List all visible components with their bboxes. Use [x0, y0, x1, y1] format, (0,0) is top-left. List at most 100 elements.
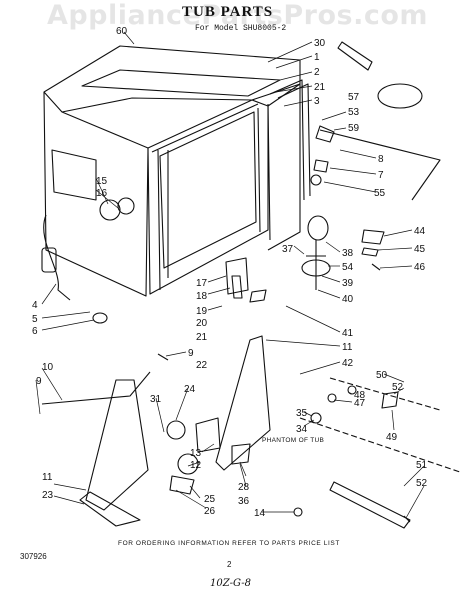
tub-right-edge — [267, 83, 301, 251]
callout-label: 13 — [190, 448, 202, 459]
callout-label: 21 — [196, 332, 208, 343]
callout-label: 59 — [348, 123, 360, 134]
part-44 — [361, 229, 385, 245]
callout-label: 11 — [42, 472, 53, 483]
callout-label: 14 — [254, 508, 266, 519]
tub-left-wall — [43, 91, 149, 297]
leg-strap-9 — [157, 353, 169, 361]
callout-label: 10 — [42, 362, 54, 373]
callout-label: 9 — [188, 348, 194, 359]
callout-label: 31 — [150, 394, 162, 405]
callout-label: 5 — [32, 314, 38, 325]
callout-label: 1 — [314, 52, 320, 63]
clip-6 — [92, 312, 108, 324]
callout-label: 53 — [348, 107, 360, 118]
callout-label: 57 — [348, 92, 360, 103]
part-59 — [315, 125, 335, 143]
leader-lines — [35, 31, 425, 519]
part-28 — [231, 443, 251, 465]
tub-front-frame — [147, 99, 269, 295]
screw-14 — [293, 507, 303, 517]
leg-strap-10 — [41, 371, 151, 405]
part-57 — [337, 41, 373, 71]
callout-label: 54 — [342, 262, 354, 273]
callout-label: 25 — [204, 494, 216, 505]
phantom-label: PHANTOM OF TUB — [262, 437, 324, 444]
pump-38 — [307, 215, 329, 241]
callout-label: 41 — [342, 328, 354, 339]
part-45 — [361, 247, 379, 257]
callout-label: 46 — [414, 262, 426, 273]
handwritten-date: 10Z-G-8 — [210, 578, 251, 589]
gear-15 — [99, 199, 121, 221]
callout-label: 23 — [42, 490, 54, 501]
side-window — [51, 149, 97, 201]
motor-25 — [177, 453, 199, 475]
page-number: 2 — [227, 560, 232, 569]
callout-label: 40 — [342, 294, 354, 305]
gasket-rear — [269, 79, 311, 201]
callout-label: 6 — [32, 326, 38, 337]
callout-label: 3 — [314, 96, 320, 107]
callout-label: 19 — [196, 306, 208, 317]
callout-label: 34 — [296, 424, 308, 435]
callout-label: 8 — [378, 154, 384, 165]
callout-label: 49 — [386, 432, 398, 443]
part-18 — [231, 275, 243, 299]
callout-label: 21 — [314, 82, 326, 93]
callout-label: 16 — [96, 188, 108, 199]
motor-26 — [169, 475, 195, 495]
heating-element-bracket — [41, 247, 57, 273]
tub-inner-opening — [159, 111, 257, 269]
callout-label: 48 — [354, 390, 366, 401]
callout-label: 28 — [238, 482, 250, 493]
callout-label: 60 — [116, 26, 128, 37]
part-49 — [381, 391, 399, 409]
screw-52 — [403, 515, 411, 523]
callout-label: 52 — [416, 478, 428, 489]
washer-47 — [327, 393, 337, 403]
callout-label: 50 — [376, 370, 388, 381]
tub-rim — [81, 69, 281, 97]
phantom-tub-line — [299, 377, 461, 473]
callout-label: 35 — [296, 408, 308, 419]
callout-label: 26 — [204, 506, 216, 517]
callout-labels: 60 30 1 2 21 3 57 53 59 8 7 55 15 16 44 … — [32, 26, 428, 519]
callout-label: 22 — [196, 360, 208, 371]
callout-label: 44 — [414, 226, 426, 237]
callout-label: 30 — [314, 38, 326, 49]
callout-label: 18 — [196, 291, 208, 302]
part-51 — [329, 481, 411, 529]
callout-label: 11 — [342, 342, 353, 353]
part-55 — [310, 174, 322, 186]
part-22 — [249, 289, 267, 303]
screw-46 — [371, 263, 381, 271]
callout-label: 47 — [354, 398, 366, 409]
callout-label: 37 — [282, 244, 294, 255]
callout-label: 24 — [184, 384, 196, 395]
hose-coil — [377, 83, 423, 109]
callout-label: 7 — [378, 170, 384, 181]
document-code: 307926 — [20, 552, 47, 561]
wire-harness — [43, 214, 71, 301]
rail-bottom — [79, 491, 141, 527]
impeller-24 — [166, 420, 186, 440]
callout-label: 39 — [342, 278, 354, 289]
callout-label: 51 — [416, 460, 428, 471]
pump-shaft — [306, 240, 326, 290]
callout-label: 17 — [196, 278, 208, 289]
callout-label: 42 — [342, 358, 354, 369]
callout-label: 45 — [414, 244, 426, 255]
part-17 — [225, 257, 249, 295]
gear-16 — [117, 197, 135, 215]
callout-label: 55 — [374, 188, 386, 199]
washer-35 — [310, 412, 322, 424]
callout-label: 38 — [342, 248, 354, 259]
diagram-title: TUB PARTS — [182, 4, 274, 20]
callout-label: 4 — [32, 300, 38, 311]
front-leg-left — [85, 379, 149, 511]
ordering-note: FOR ORDERING INFORMATION REFER TO PARTS … — [118, 540, 340, 547]
part-7 — [313, 159, 329, 173]
callout-label: 36 — [238, 496, 250, 507]
